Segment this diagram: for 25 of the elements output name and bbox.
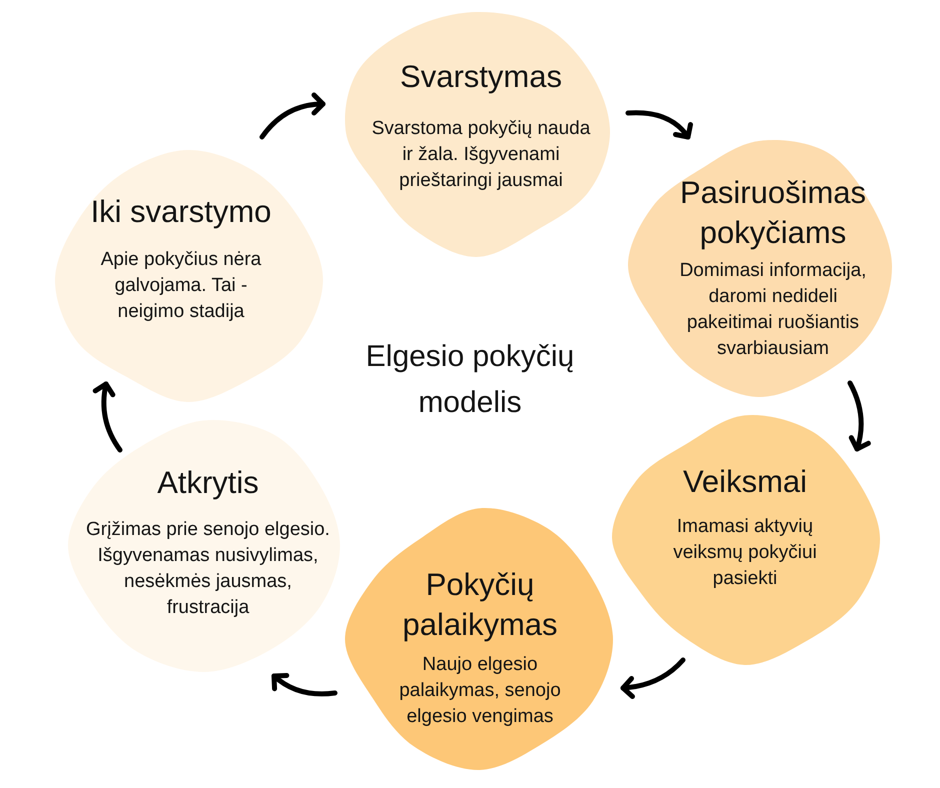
arrow (260, 92, 326, 140)
stage-blob (628, 140, 892, 397)
arrow (620, 658, 686, 699)
stage-description: Imamasi aktyvių veiksmų pokyčiui pasiekti (672, 515, 818, 591)
stage-title: Veiksmai (682, 463, 808, 501)
stage-title: Svarstymas (399, 58, 563, 96)
stage-description: Grįžimas prie senojo elgesio. Išgyvenamas nusivylimas, nesėkmės jausmas, frustracija (85, 518, 331, 620)
stage-description: Domimasi informacija, daromi nedideli pakeitimai ruošiantis svarbiausiam (678, 259, 868, 361)
diagram-title: Elgesio pokyčių modelis (364, 339, 576, 421)
stage-blob (612, 415, 880, 665)
arrow (92, 382, 122, 452)
stage-title: Pasiruošimas pokyčiams (678, 174, 868, 252)
stage-blob (55, 150, 323, 402)
arrow (848, 380, 871, 452)
arrow (272, 672, 338, 696)
stage-blob (345, 508, 613, 770)
stage-blob (68, 420, 340, 672)
stage-title: Atkrytis (156, 464, 260, 502)
stage-description: Apie pokyčius nėra galvojama. Tai - neigimo stadija (100, 248, 262, 324)
arrow (626, 110, 692, 140)
stage-blob (345, 12, 610, 257)
stage-description: Svarstoma pokyčių nauda ir žala. Išgyvenami prieštaringi jausmai (370, 117, 592, 193)
stage-description: Naujo elgesio palaikymas, senojo elgesio vengimas (398, 653, 562, 729)
stage-title: Pokyčių palaikymas (401, 566, 559, 644)
stage-title: Iki svarstymo (90, 193, 272, 231)
